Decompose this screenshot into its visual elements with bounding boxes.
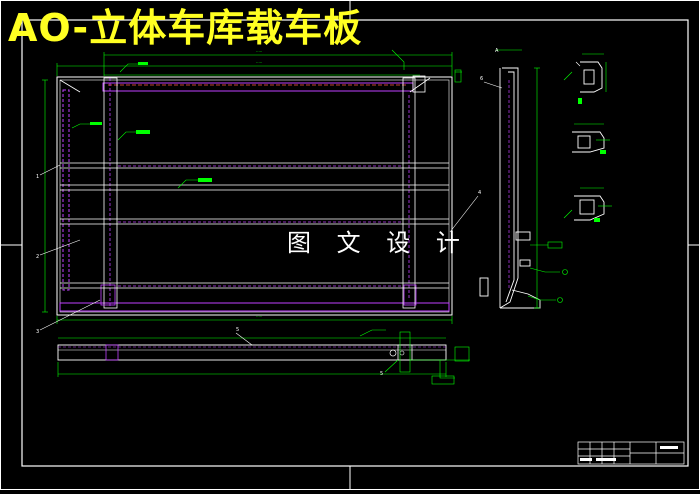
svg-text:1: 1 <box>36 174 39 180</box>
side-elevation: 5 5 <box>57 327 470 385</box>
svg-text:·····: ····· <box>256 49 262 54</box>
title-block <box>577 441 685 465</box>
plan-view: ····· ····· ····· 1 2 3 <box>36 49 481 335</box>
svg-text:4: 4 <box>478 190 481 196</box>
svg-text:5: 5 <box>380 371 383 377</box>
svg-text:5: 5 <box>236 327 239 333</box>
section-detail-dims <box>563 53 612 219</box>
svg-text:3: 3 <box>36 329 39 335</box>
watermark-text: 图 文 设 计 <box>287 229 469 257</box>
svg-text:·····: ····· <box>256 314 262 319</box>
section-details <box>572 61 605 221</box>
svg-text:A: A <box>495 48 499 54</box>
svg-text:6: 6 <box>480 76 483 82</box>
drawing-title: AO-立体车库载车板 <box>8 6 363 50</box>
svg-text:2: 2 <box>36 254 39 260</box>
end-view: 6 A <box>479 48 568 309</box>
svg-text:·····: ····· <box>256 60 262 65</box>
